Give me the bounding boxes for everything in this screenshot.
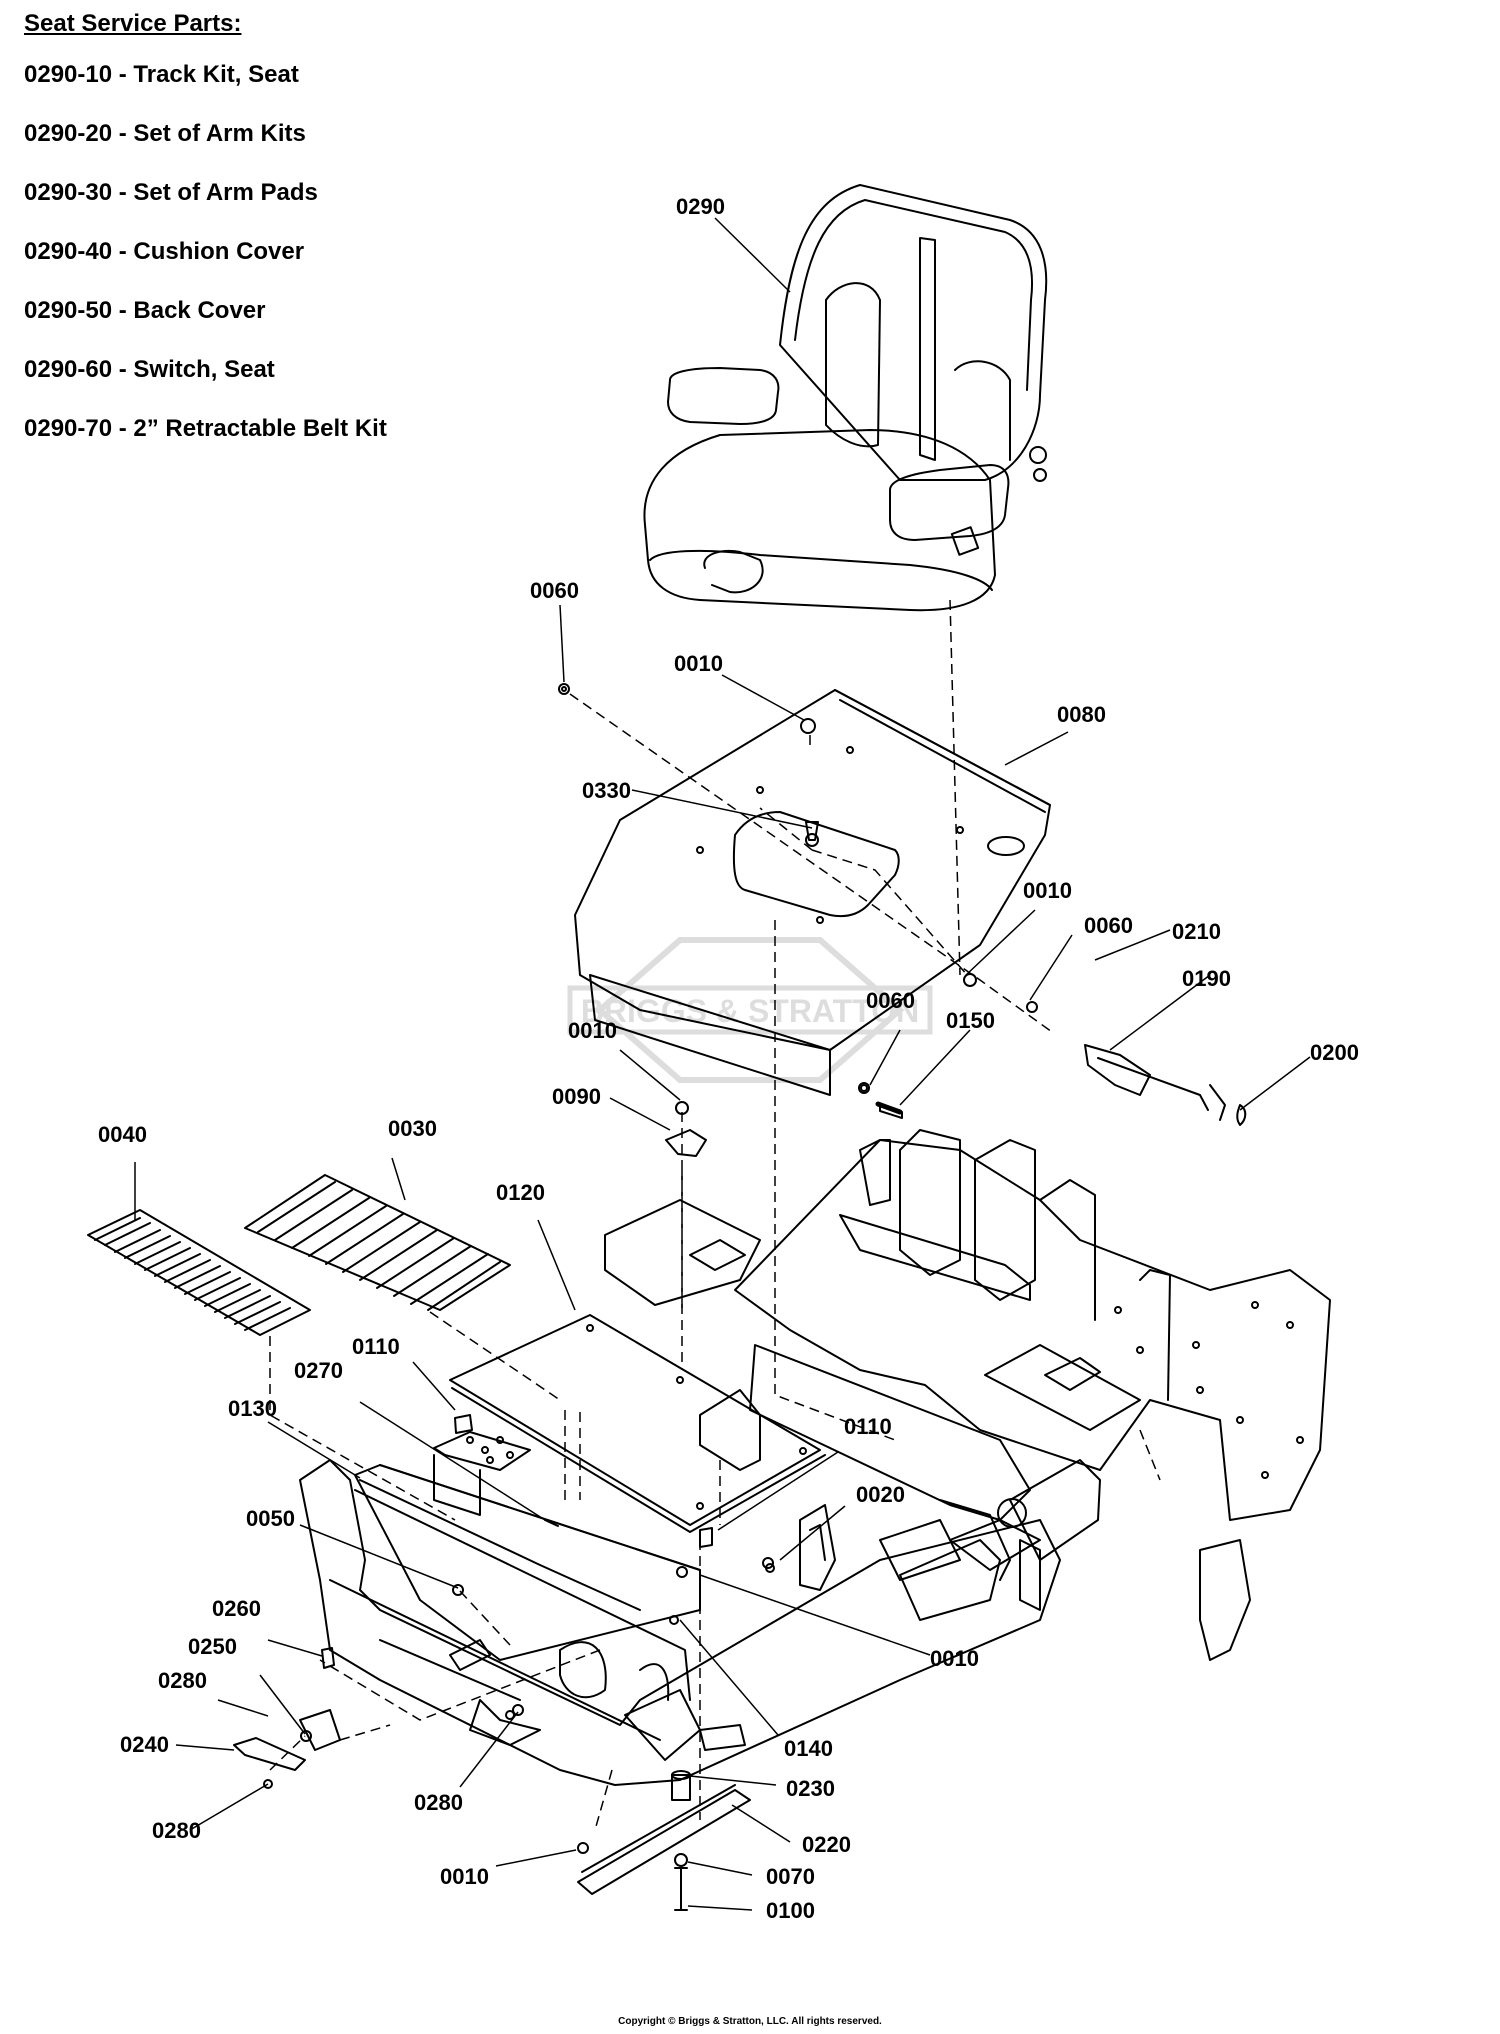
callout-0260: 0260 (212, 1596, 261, 1621)
copyright-notice: Copyright © Briggs & Stratton, LLC. All … (618, 2016, 882, 2027)
callout-0100: 0100 (766, 1898, 815, 1923)
seat-assembly (643, 184, 1048, 612)
callout-0010: 0010 (440, 1864, 489, 1889)
legend-title: Seat Service Parts: (24, 10, 242, 37)
callout-0120: 0120 (496, 1180, 545, 1205)
floor-hardware (433, 1414, 836, 1716)
legend-item: 0290-40 - Cushion Cover (24, 238, 305, 265)
callout-0030: 0030 (388, 1116, 437, 1141)
callout-0130: 0130 (228, 1396, 277, 1421)
callout-0190: 0190 (1182, 966, 1231, 991)
callout-0010: 0010 (1023, 878, 1072, 903)
callout-0020: 0020 (856, 1482, 905, 1507)
callout-0050: 0050 (246, 1506, 295, 1531)
floor-mats (87, 1174, 511, 1336)
callout-0210: 0210 (1172, 919, 1221, 944)
callout-0230: 0230 (786, 1776, 835, 1801)
callout-0060: 0060 (1084, 913, 1133, 938)
callout-0280: 0280 (158, 1668, 207, 1693)
legend-item: 0290-60 - Switch, Seat (24, 356, 275, 383)
callout-0270: 0270 (294, 1358, 343, 1383)
callout-0290: 0290 (676, 194, 725, 219)
floor-plate (449, 1314, 826, 1533)
seat-track (577, 1770, 751, 1911)
callout-0200: 0200 (1310, 1040, 1359, 1065)
legend-item: 0290-50 - Back Cover (24, 297, 266, 324)
bracket-0130 (354, 1464, 701, 1661)
seat-service-parts-legend: Seat Service Parts: 0290-10 - Track Kit,… (24, 10, 387, 475)
callout-0080: 0080 (1057, 702, 1106, 727)
legend-item: 0290-20 - Set of Arm Kits (24, 120, 306, 147)
brand-watermark: BRIGGS & STRATTON (567, 937, 933, 1083)
leader-lines (134, 217, 1311, 1911)
callout-0040: 0040 (98, 1122, 147, 1147)
switch-hardware (233, 1647, 341, 1789)
callout-0280: 0280 (414, 1790, 463, 1815)
svg-text:BRIGGS & STRATTON: BRIGGS & STRATTON (581, 993, 919, 1029)
seat-mount-plate (574, 689, 1051, 1096)
callout-0330: 0330 (582, 778, 631, 803)
callout-0010: 0010 (930, 1646, 979, 1671)
callout-0280: 0280 (152, 1818, 201, 1843)
callout-0140: 0140 (784, 1736, 833, 1761)
callout-0110: 0110 (844, 1414, 892, 1439)
legend-item: 0290-70 - 2” Retractable Belt Kit (24, 415, 387, 442)
callout-0010: 0010 (568, 1018, 617, 1043)
lower-frame (299, 1459, 1061, 1786)
legend-item: 0290-10 - Track Kit, Seat (24, 61, 299, 88)
callout-0090: 0090 (552, 1084, 601, 1109)
callout-0070: 0070 (766, 1864, 815, 1889)
callout-0240: 0240 (120, 1732, 169, 1757)
callout-0150: 0150 (946, 1008, 995, 1033)
legend-item: 0290-30 - Set of Arm Pads (24, 179, 318, 206)
callout-0250: 0250 (188, 1634, 237, 1659)
callout-0110: 0110 (352, 1334, 400, 1359)
callout-0220: 0220 (802, 1832, 851, 1857)
assembly-lines (269, 599, 1161, 1831)
callout-0060: 0060 (530, 578, 579, 603)
callout-0060: 0060 (866, 988, 915, 1013)
pin-and-spring (860, 1084, 903, 1119)
callout-0010: 0010 (674, 651, 723, 676)
